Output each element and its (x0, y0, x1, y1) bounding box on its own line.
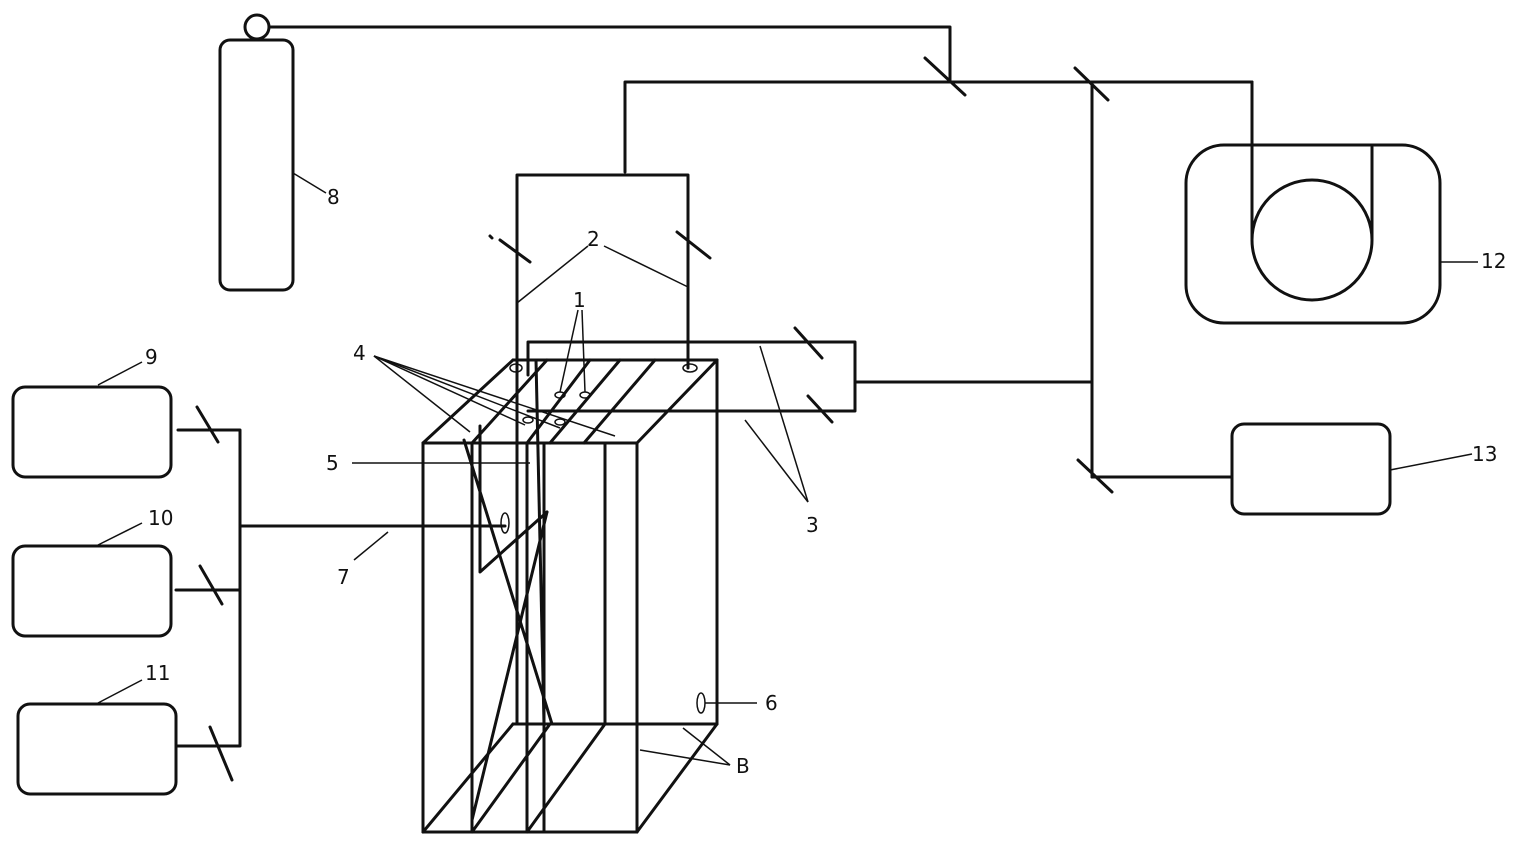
label-3: 3 (806, 513, 819, 537)
gas-line-top (267, 25, 967, 97)
label-12: 12 (1481, 249, 1506, 273)
label-1: 1 (573, 288, 586, 312)
label-5: 5 (326, 451, 339, 475)
outlet-lines (526, 326, 1094, 424)
label-13: 13 (1472, 442, 1497, 466)
label-10: 10 (148, 506, 173, 530)
leader-lines (97, 172, 1478, 766)
device-13 (1076, 422, 1392, 516)
tubes-2 (488, 173, 712, 370)
label-7: 7 (337, 565, 350, 589)
label-b: B (736, 754, 750, 778)
label-8: 8 (327, 185, 340, 209)
gas-cylinder (218, 13, 295, 292)
left-units (11, 385, 507, 796)
label-11: 11 (145, 661, 170, 685)
label-9: 9 (145, 345, 158, 369)
reaction-cell (421, 358, 719, 834)
label-2: 2 (587, 227, 600, 251)
pump-unit (1184, 80, 1442, 325)
label-6: 6 (765, 691, 778, 715)
header-pipe (623, 66, 1254, 479)
label-4: 4 (353, 341, 366, 365)
